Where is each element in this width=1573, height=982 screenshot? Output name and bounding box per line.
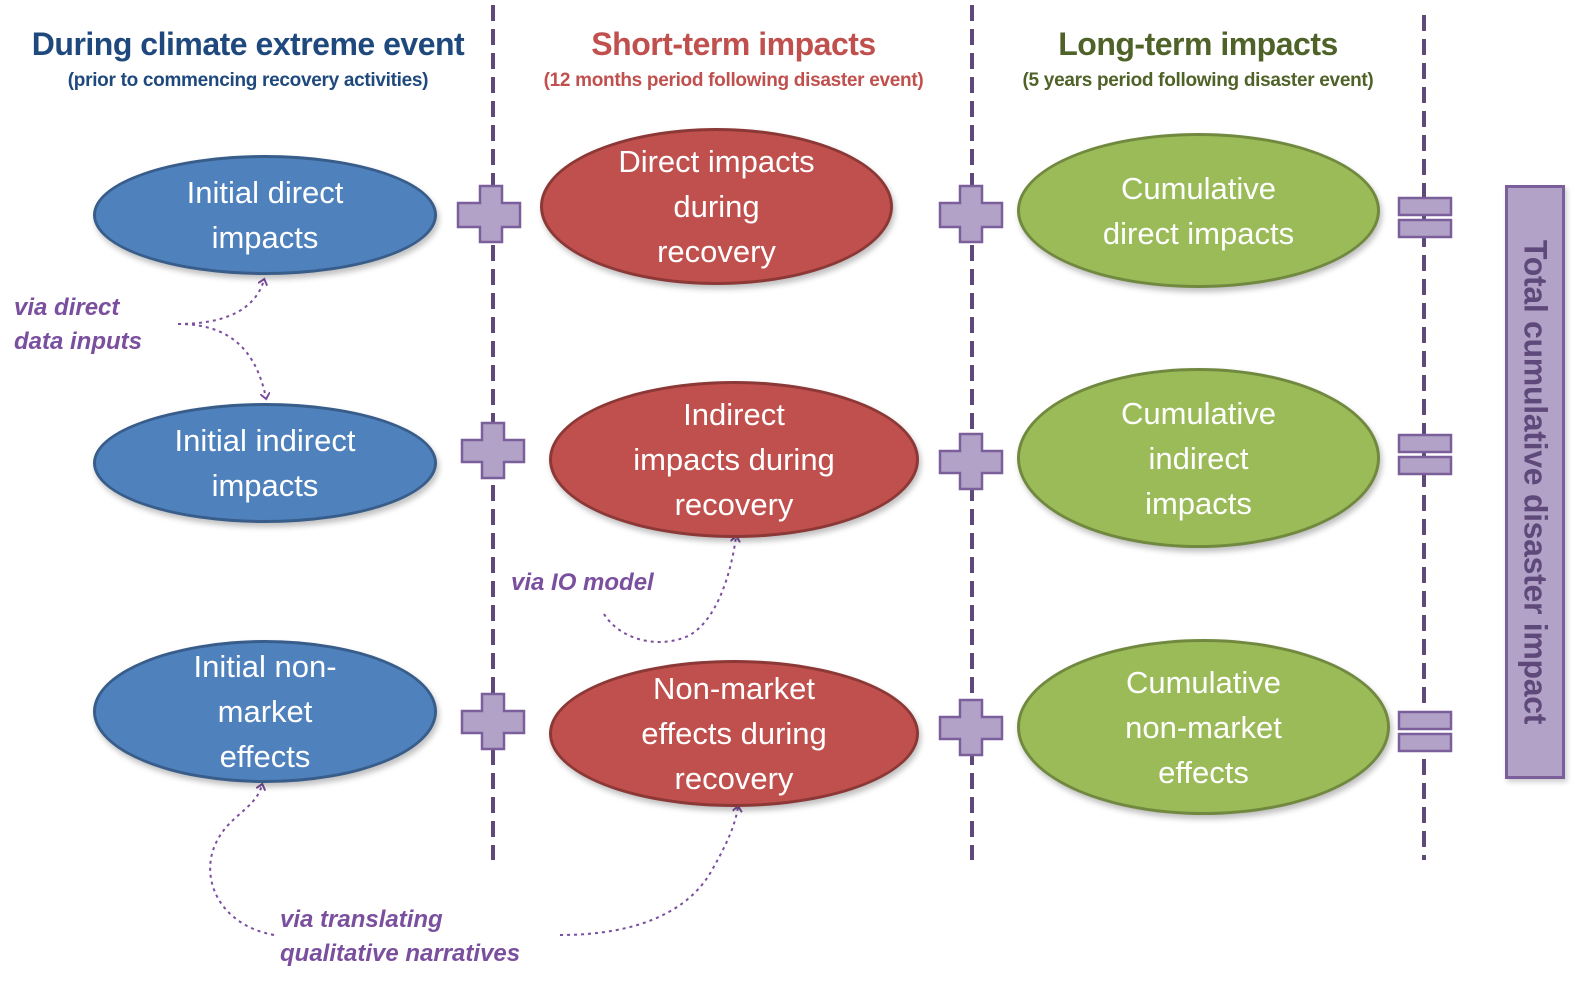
- arrow-to-initial-indirect: [177, 323, 266, 398]
- node-label: Direct impacts during recovery: [618, 144, 815, 269]
- node-label: Initial direct impacts: [186, 175, 344, 255]
- node-direct-impacts-during-recovery: Direct impacts during recovery: [540, 128, 893, 285]
- column-subtitle-short-term: (12 months period following disaster eve…: [543, 70, 924, 91]
- arrow-to-initial-direct: [177, 280, 264, 325]
- node-label: Initial indirect impacts: [174, 423, 356, 503]
- plus-icon: [938, 432, 1004, 491]
- node-label: Indirect impacts during recovery: [633, 397, 835, 522]
- node-label: Initial non- market effects: [193, 649, 337, 774]
- column-title-during-event: During climate extreme event: [31, 26, 465, 62]
- node-cumulative-direct-impacts: Cumulative direct impacts: [1017, 133, 1380, 288]
- plus-icon: [938, 184, 1004, 244]
- node-label: Cumulative indirect impacts: [1120, 395, 1277, 521]
- arrow-to-initial-nonmarket: [209, 785, 275, 936]
- column-title-short-term: Short-term impacts: [591, 26, 876, 62]
- node-cumulative-indirect-impacts: Cumulative indirect impacts: [1017, 368, 1380, 548]
- plus-icon: [456, 184, 522, 244]
- plus-icon: [460, 692, 526, 751]
- equals-icon: [1397, 433, 1453, 476]
- plus-icon: [460, 421, 526, 480]
- column-title-long-term: Long-term impacts: [1058, 26, 1338, 62]
- node-label: Cumulative non-market effects: [1125, 664, 1282, 790]
- node-label: Cumulative direct impacts: [1102, 170, 1295, 251]
- equals-icon: [1397, 710, 1453, 753]
- arrow-to-indirect-recovery: [603, 537, 736, 643]
- column-subtitle-during-event: (prior to commencing recovery activities…: [67, 70, 429, 91]
- annotation-via-direct-data-inputs: via direct data inputs: [14, 294, 143, 355]
- annotation-via-translating-qualitative-narratives: via translating qualitative narratives: [280, 906, 521, 967]
- annotation-via-io-model: via IO model: [511, 569, 654, 596]
- plus-icon: [938, 698, 1004, 757]
- node-initial-non-market-effects: Initial non- market effects: [93, 640, 437, 783]
- node-cumulative-non-market-effects: Cumulative non-market effects: [1017, 639, 1390, 815]
- arrow-to-nonmarket-recovery: [559, 807, 738, 936]
- equals-icon: [1397, 196, 1453, 239]
- node-initial-direct-impacts: Initial direct impacts: [93, 155, 437, 275]
- node-indirect-impacts-during-recovery: Indirect impacts during recovery: [549, 381, 919, 538]
- node-initial-indirect-impacts: Initial indirect impacts: [93, 403, 437, 523]
- column-subtitle-long-term: (5 years period following disaster event…: [1022, 70, 1374, 91]
- total-label: Total cumulative disaster impact: [1517, 239, 1554, 725]
- node-non-market-effects-during-recovery: Non-market effects during recovery: [549, 660, 919, 807]
- total-cumulative-disaster-impact-box: Total cumulative disaster impact: [1505, 185, 1565, 779]
- node-label: Non-market effects during recovery: [641, 671, 827, 796]
